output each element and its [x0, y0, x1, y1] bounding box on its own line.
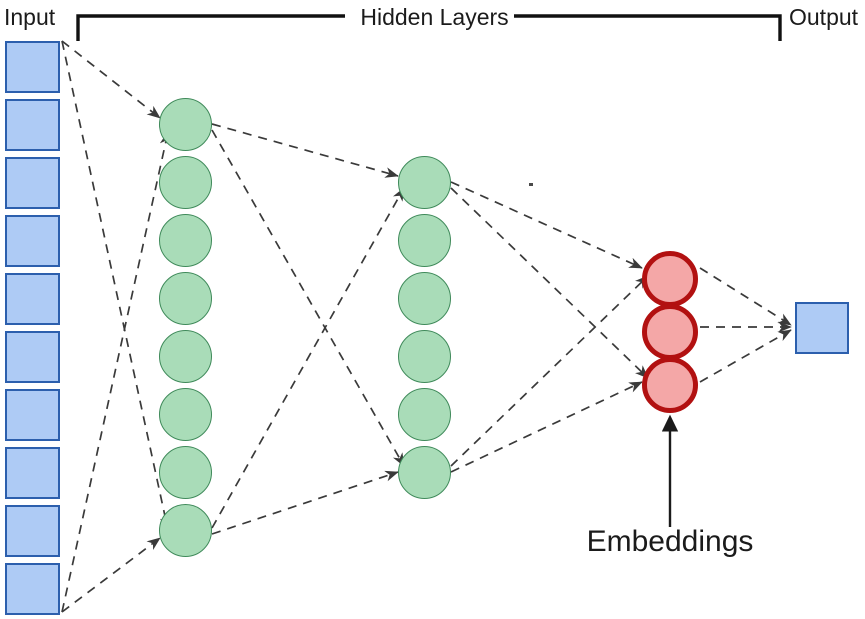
embedding-node-3[interactable] [642, 357, 698, 413]
input-node-8[interactable] [5, 447, 60, 499]
wires-hidden2-to-embeddings [450, 181, 649, 473]
input-node-3[interactable] [5, 157, 60, 209]
hidden1-node-4[interactable] [158, 271, 212, 325]
output-node[interactable] [795, 302, 849, 354]
wires-embeddings-to-output [699, 267, 792, 383]
hidden1-node-3[interactable] [158, 213, 212, 267]
input-node-4[interactable] [5, 215, 60, 267]
hidden1-node-7[interactable] [158, 445, 212, 499]
input-node-10[interactable] [5, 563, 60, 615]
hidden1-node-1[interactable] [158, 97, 212, 151]
layer-label-output: Output [789, 4, 859, 30]
hidden2-node-5[interactable] [397, 387, 451, 441]
input-node-7[interactable] [5, 389, 60, 441]
hidden2-node-6[interactable] [397, 445, 451, 499]
stray-dash-mark [529, 183, 533, 186]
hidden2-node-4[interactable] [397, 329, 451, 383]
input-node-6[interactable] [5, 331, 60, 383]
wires-hidden1-to-hidden2 [211, 123, 405, 535]
hidden1-node-8[interactable] [158, 503, 212, 557]
wires-input-to-hidden1 [61, 40, 171, 613]
hidden2-node-2[interactable] [397, 213, 451, 267]
layer-label-hidden: Hidden Layers [360, 4, 509, 30]
hidden1-node-6[interactable] [158, 387, 212, 441]
input-node-2[interactable] [5, 99, 60, 151]
hidden1-node-2[interactable] [158, 155, 212, 209]
input-node-9[interactable] [5, 505, 60, 557]
hidden2-node-3[interactable] [397, 271, 451, 325]
embedding-node-1[interactable] [642, 251, 698, 307]
input-node-5[interactable] [5, 273, 60, 325]
embedding-node-2[interactable] [642, 304, 698, 360]
hidden1-node-5[interactable] [158, 329, 212, 383]
input-node-1[interactable] [5, 41, 60, 93]
hidden2-node-1[interactable] [397, 155, 451, 209]
embeddings-caption: Embeddings [586, 525, 754, 558]
layer-label-input: Input [4, 4, 56, 30]
